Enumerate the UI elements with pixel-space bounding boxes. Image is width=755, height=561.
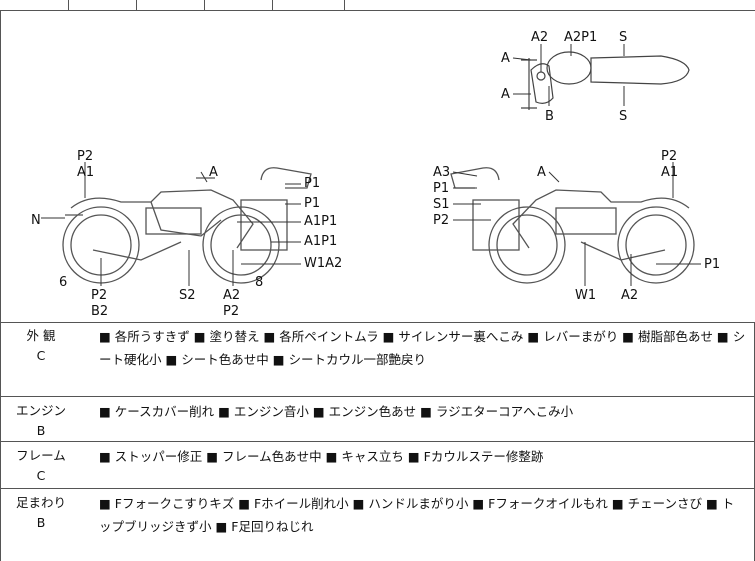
top-label-a: A [501,51,510,66]
left-label-a2: A2 [223,288,240,303]
right-label-p2: P2 [433,213,449,228]
category-label: エンジン [15,403,66,418]
left-label-n: N [31,213,41,228]
category-label: 外 観 [26,328,56,343]
left-label-p2: P2 [77,149,93,164]
row-category: 足まわり B [1,489,81,533]
right-label-a1: A1 [661,165,678,180]
left-label-p2: P2 [91,288,107,303]
row-description: ■ 各所うすきず ■ 塗り替え ■ 各所ペイントムラ ■ サイレンサー裏へこみ … [99,329,746,367]
left-label-w1a2: W1A2 [304,256,342,271]
header-cell [0,0,69,10]
left-label-p1: P1 [304,176,320,191]
category-label: 足まわり [15,495,66,510]
condition-row-frame: フレーム C ■ ストッパー修正 ■ フレーム色あせ中 ■ キャス立ち ■ Fカ… [0,442,755,489]
left-label-p1: P1 [304,196,320,211]
right-label-p2: P2 [661,149,677,164]
header-table-strip [0,0,755,11]
left-label-s2: S2 [179,288,196,303]
left-label-a1p1: A1P1 [304,234,337,249]
condition-row-exterior: 外 観 C ■ 各所うすきず ■ 塗り替え ■ 各所ペイントムラ ■ サイレンサ… [0,322,755,397]
left-label-a1: A1 [77,165,94,180]
top-label-s: S [619,109,627,124]
right-label-s1: S1 [433,197,450,212]
left-label-a: A [209,165,218,180]
category-label: フレーム [16,448,66,463]
damage-diagram: A A A2 A2P1 S S B [0,10,755,323]
row-category: フレーム C [1,442,81,486]
left-label-a1p1: A1P1 [304,214,337,229]
row-description: ■ Fフォークこすりキズ ■ Fホイール削れ小 ■ ハンドルまがり小 ■ Fフォ… [99,496,735,534]
right-label-p1: P1 [704,257,720,272]
top-label-s: S [619,30,627,45]
header-cell [204,0,273,10]
row-category: 外 観 C [1,322,81,366]
row-description: ■ ストッパー修正 ■ フレーム色あせ中 ■ キャス立ち ■ Fカウルステー修整… [99,449,544,464]
condition-row-engine: エンジン B ■ ケースカバー削れ ■ エンジン音小 ■ エンジン色あせ ■ ラ… [0,397,755,442]
right-label-w1: W1 [575,288,596,303]
grade-value: B [36,423,46,438]
motorcycle-right-side-view [450,167,695,284]
right-label-a3: A3 [433,165,450,180]
grade-value: B [36,515,46,530]
row-description: ■ ケースカバー削れ ■ エンジン音小 ■ エンジン色あせ ■ ラジエターコアへ… [99,404,574,419]
header-cell [136,0,205,10]
motorcycle-top-view [521,51,690,110]
right-label-a2: A2 [621,288,638,303]
grade-value: C [36,468,46,483]
top-view-leaders [512,44,625,106]
top-label-a2p1: A2P1 [564,30,597,45]
top-label-a2: A2 [531,30,548,45]
left-label-8: 8 [255,275,263,290]
top-label-b: B [545,109,554,124]
header-cell [272,0,345,10]
right-label-a: A [537,165,546,180]
condition-row-suspension: 足まわり B ■ Fフォークこすりキズ ■ Fホイール削れ小 ■ ハンドルまがり… [0,489,755,561]
grade-value: C [36,348,46,363]
left-label-6: 6 [59,275,67,290]
condition-table: 外 観 C ■ 各所うすきず ■ 塗り替え ■ 各所ペイントムラ ■ サイレンサ… [0,322,755,561]
left-view-leaders [41,162,301,286]
right-label-p1: P1 [433,181,449,196]
motorcycle-diagram: A A A2 A2P1 S S B [31,30,720,319]
left-label-p2: P2 [223,304,239,319]
row-category: エンジン B [1,397,81,441]
top-label-a: A [501,87,510,102]
motorcycle-left-side-view [62,167,312,284]
right-view-leaders [452,162,701,286]
header-cell [68,0,137,10]
left-label-b2: B2 [91,304,108,319]
